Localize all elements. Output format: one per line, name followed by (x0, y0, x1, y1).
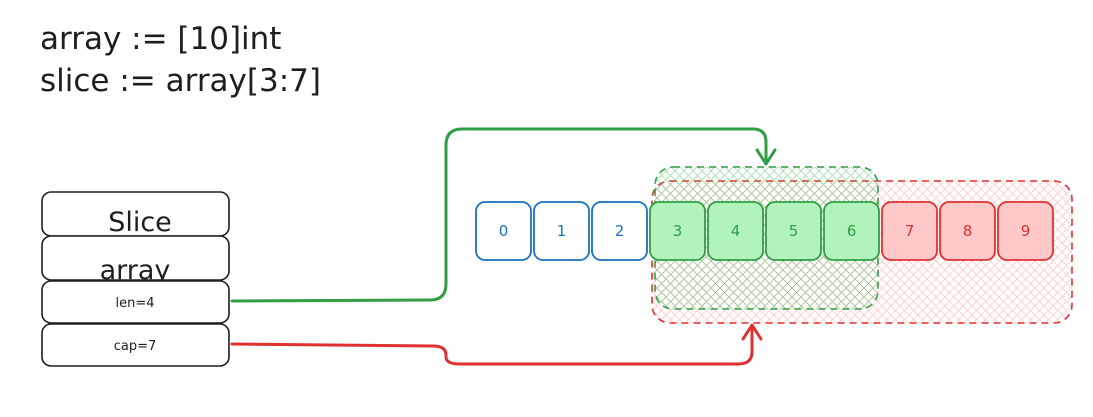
array-cells: 0 1 2 3 4 5 6 7 8 9 (475, 201, 1054, 261)
array-cell-1 (533, 201, 590, 261)
code-line-slice: slice := array[3:7] (40, 63, 321, 99)
array-cell-label-2: 2 (615, 222, 625, 240)
struct-cap-box (41, 323, 230, 367)
array-cell-9 (997, 201, 1054, 261)
array-cell-6 (823, 201, 880, 261)
array-cell-label-1: 1 (557, 222, 567, 240)
array-cell-label-8: 8 (963, 222, 973, 240)
len-arrow (230, 127, 777, 303)
array-cell-8 (939, 201, 996, 261)
array-cell-4 (707, 201, 764, 261)
cap-arrowhead (741, 323, 763, 341)
array-cell-5 (765, 201, 822, 261)
array-cell-label-7: 7 (905, 222, 915, 240)
code-line-array: array := [10]int (40, 21, 281, 57)
array-cell-label-0: 0 (499, 222, 509, 240)
array-cell-2 (591, 201, 648, 261)
slice-struct: Slice array len=4 cap=7 (41, 191, 230, 367)
array-cell-label-9: 9 (1021, 222, 1031, 240)
cap-arrow (230, 323, 763, 366)
array-cell-label-4: 4 (731, 222, 741, 240)
array-cell-label-5: 5 (789, 222, 799, 240)
array-cell-label-6: 6 (847, 222, 857, 240)
struct-cap-field: cap=7 (114, 339, 157, 354)
struct-title: Slice (108, 207, 172, 238)
array-cell-label-3: 3 (673, 222, 683, 240)
array-cell-3 (649, 201, 706, 261)
len-arrowhead (755, 148, 777, 166)
array-cell-7 (881, 201, 938, 261)
struct-len-box (41, 280, 230, 324)
struct-len-field: len=4 (115, 296, 154, 311)
struct-array-box (41, 235, 230, 281)
array-cell-0 (475, 201, 532, 261)
